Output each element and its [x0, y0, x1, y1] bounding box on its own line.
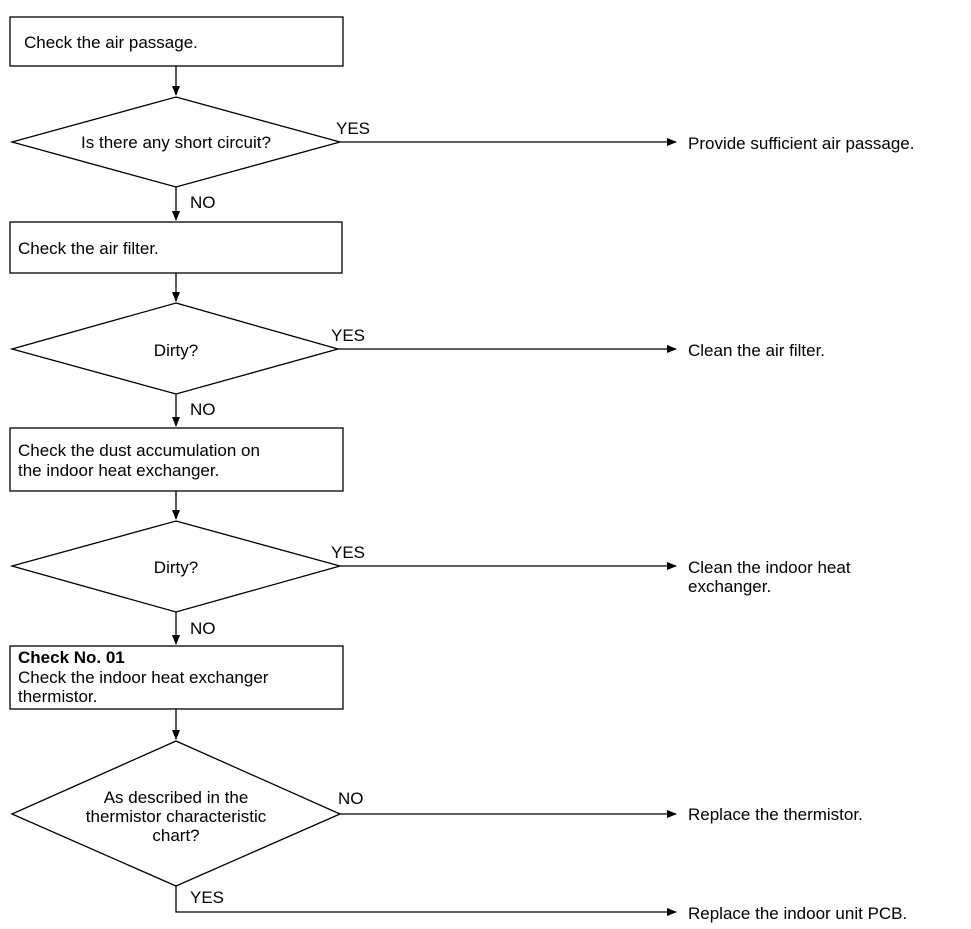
no-label-2: NO	[190, 400, 216, 419]
yes-label-4: YES	[190, 888, 224, 907]
no-label-1: NO	[190, 193, 216, 212]
step-check-no-title: Check No. 01	[18, 648, 125, 667]
decision-dirty-filter-text: Dirty?	[154, 341, 198, 360]
action-clean-exchanger-line-1: Clean the indoor heat	[688, 558, 851, 577]
action-clean-exchanger-line-2: exchanger.	[688, 577, 771, 596]
action-replace-thermistor: Replace the thermistor.	[688, 805, 863, 824]
no-label-4: NO	[338, 789, 364, 808]
no-label-3: NO	[190, 619, 216, 638]
action-air-passage: Provide sufficient air passage.	[688, 134, 914, 153]
yes-label-1: YES	[336, 119, 370, 138]
yes-label-3: YES	[331, 543, 365, 562]
action-replace-pcb: Replace the indoor unit PCB.	[688, 904, 907, 923]
branch-arrow-5	[175, 886, 677, 916]
step-air-passage: Check the air passage.	[24, 33, 198, 52]
decision-short-circuit-text: Is there any short circuit?	[81, 133, 271, 152]
step-thermistor-line-2: thermistor.	[18, 687, 97, 706]
step-dust-line-1: Check the dust accumulation on	[18, 441, 260, 460]
decision-thermistor-line-2: thermistor characteristic	[86, 807, 267, 826]
decision-dirty-exchanger-text: Dirty?	[154, 558, 198, 577]
step-air-filter: Check the air filter.	[18, 239, 159, 258]
decision-thermistor-line-1: As described in the	[104, 788, 249, 807]
yes-label-2: YES	[331, 326, 365, 345]
action-clean-filter: Clean the air filter.	[688, 341, 825, 360]
step-thermistor-line-1: Check the indoor heat exchanger	[18, 668, 269, 687]
decision-thermistor-line-3: chart?	[152, 826, 199, 845]
step-dust-line-2: the indoor heat exchanger.	[18, 461, 219, 480]
